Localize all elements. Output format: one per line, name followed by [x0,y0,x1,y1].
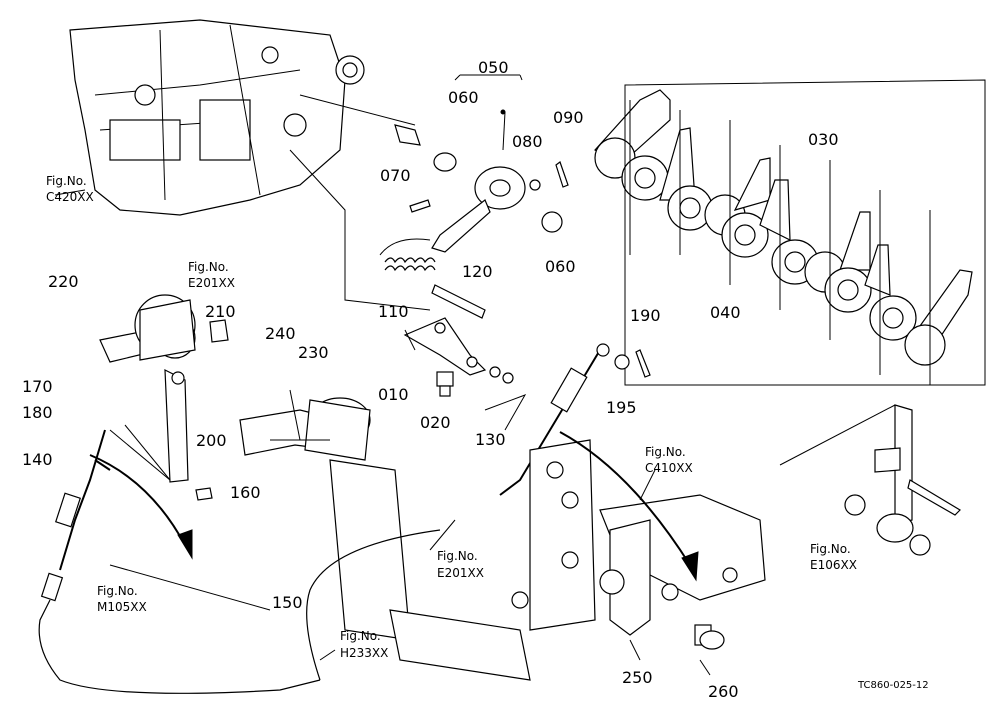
fig-c410xx-title: Fig.No. [645,445,686,459]
drawing-code: TC860-025-12 [857,680,929,691]
fig-e106xx-title: Fig.No. [810,542,851,556]
fig-e201xx-bottom-code: E201XX [437,566,484,580]
governor-bracket [511,439,766,650]
label-020: 020 [420,413,451,432]
label-190: 190 [630,306,661,325]
label-150: 150 [272,593,303,612]
fig-h233xx-title: Fig.No. [340,629,381,643]
label-010: 010 [378,385,409,404]
fig-m105xx-title: Fig.No. [97,584,138,598]
throttle-cable [499,343,651,496]
leader-lines [54,189,711,676]
pedal-assembly [99,294,531,681]
label-140: 140 [22,450,53,469]
spring-link-assembly [379,238,527,431]
label-030: 030 [808,130,839,149]
label-070: 070 [380,166,411,185]
label-120: 120 [462,262,493,281]
fig-c420xx-title: Fig.No. [46,174,87,188]
arm-assembly [409,74,569,253]
label-050: 050 [478,58,509,77]
label-180: 180 [22,403,53,422]
fig-m105xx-code: M105XX [97,600,147,614]
label-040: 040 [710,303,741,322]
label-250: 250 [622,668,653,687]
motion-arrows [89,431,699,582]
fig-e201xx-top-title: Fig.No. [188,260,229,274]
label-240: 240 [265,324,296,343]
label-260: 260 [708,682,739,701]
part-labels: 050 060 080 090 030 070 060 120 110 010 … [22,58,839,701]
transmission-housing [69,19,431,311]
fig-h233xx-code: H233XX [340,646,388,660]
label-200: 200 [196,431,227,450]
fig-e106xx-code: E106XX [810,558,857,572]
cam-plates [594,79,986,386]
label-220: 220 [48,272,79,291]
label-195: 195 [606,398,637,417]
lever-bracket [779,404,961,556]
label-090: 090 [553,108,584,127]
control-cable [38,429,441,694]
fig-c410xx-code: C410XX [645,461,693,475]
label-060-bottom: 060 [545,257,576,276]
label-110: 110 [378,302,409,321]
label-170: 170 [22,377,53,396]
label-230: 230 [298,343,329,362]
fig-c420xx-code: C420XX [46,190,94,204]
label-080: 080 [512,132,543,151]
label-210: 210 [205,302,236,321]
label-130: 130 [475,430,506,449]
figure-refs: Fig.No. C420XX Fig.No. E201XX Fig.No. C4… [46,174,857,660]
fig-e201xx-bottom-title: Fig.No. [437,549,478,563]
fig-e201xx-top-code: E201XX [188,276,235,290]
label-160: 160 [230,483,261,502]
label-060-top: 060 [448,88,479,107]
